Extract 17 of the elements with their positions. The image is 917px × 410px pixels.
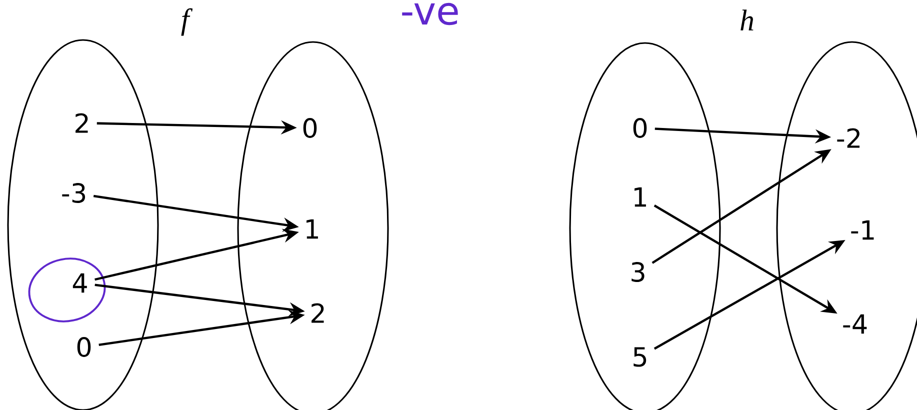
set-element: 2: [312, 303, 324, 323]
set-element: -1: [851, 220, 874, 240]
set-element: 0: [77, 337, 91, 357]
set-element: 3: [632, 262, 644, 282]
set-element: 5: [634, 347, 646, 367]
set-element: -4: [843, 314, 867, 334]
set-element: 1: [634, 187, 646, 207]
set-element: -3: [62, 183, 86, 203]
set-element: 0: [633, 118, 647, 138]
set-element: 2: [76, 113, 88, 133]
function-name: f: [181, 8, 193, 36]
set-element: -2: [837, 128, 860, 148]
set-element: 0: [303, 118, 317, 138]
set-element: 1: [306, 219, 318, 239]
function-name: h: [740, 10, 754, 30]
handwritten-note: -ve: [402, 2, 458, 26]
set-element: 4: [72, 273, 87, 293]
